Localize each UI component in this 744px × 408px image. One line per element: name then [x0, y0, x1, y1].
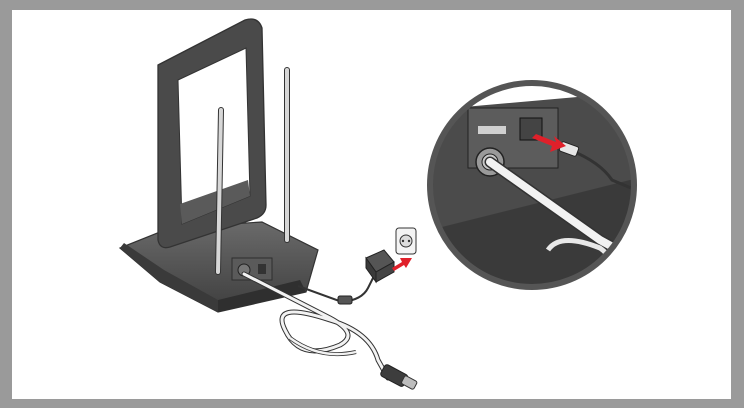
antenna-loop-icon [158, 19, 266, 248]
power-adapter-icon [366, 250, 394, 282]
coax-plug-icon [380, 364, 418, 390]
wall-socket-icon [396, 228, 416, 254]
red-arrow-icon [392, 258, 412, 271]
magnifier-callout-icon [420, 70, 650, 300]
